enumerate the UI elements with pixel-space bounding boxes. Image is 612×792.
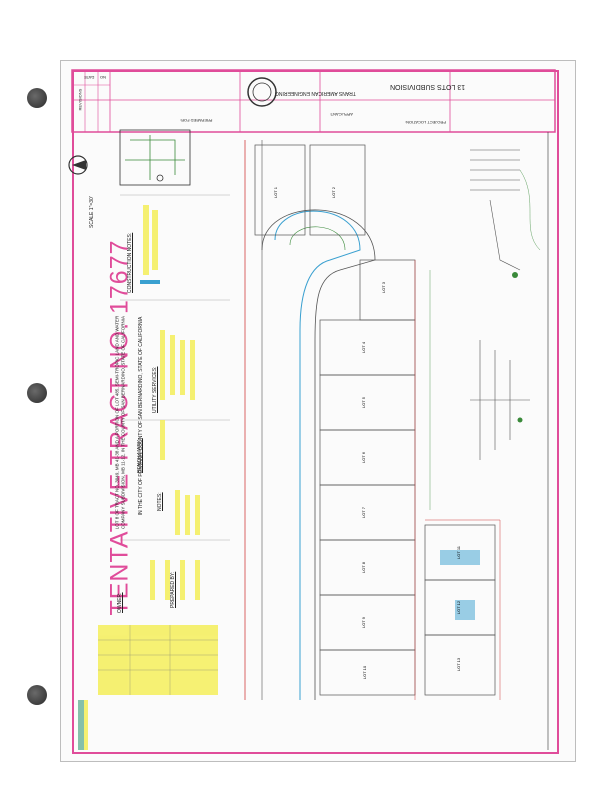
date-label: DATE — [84, 75, 95, 80]
title-block — [71, 69, 556, 133]
revisions-label: REVISIONS — [77, 88, 83, 111]
no-label: NO — [100, 75, 106, 80]
legal-line-1: LOT 8 OF TRACT NO. 3049, MB 41-38 AND A … — [114, 315, 120, 530]
vicinity-map — [119, 129, 191, 186]
prepared-by-heading: PREPARED BY: — [170, 571, 176, 608]
bench-mark-heading: BENCH MARK: — [137, 438, 143, 473]
binder-hole-bottom — [27, 685, 47, 705]
owner-heading: OWNER: — [117, 592, 123, 613]
binder-hole-middle — [27, 383, 47, 403]
lot-label: LOT 7 — [361, 506, 367, 519]
engineer-seal-icon — [247, 77, 277, 107]
project-location-label: PROJECT LOCATION: — [405, 120, 446, 125]
lot-label: LOT 12 — [456, 600, 462, 615]
lot-label: LOT 3 — [381, 281, 387, 294]
highlighted-notes — [78, 205, 218, 750]
utility-services-heading: UTILITY SERVICES: — [152, 366, 158, 414]
north-arrow-icon — [68, 155, 88, 175]
blue-legend — [78, 280, 160, 750]
lot-label: LOT 4 — [361, 341, 367, 354]
subdivision-name: 13 LOTS SUBDIVISION — [390, 83, 466, 90]
lot-label: LOT 10 — [362, 665, 368, 680]
lot-label: LOT 6 — [361, 451, 367, 464]
lot-label: LOT 8 — [361, 561, 367, 574]
legal-line-2: COMPANY SUBDIVISION, MB 11-12, IN THE CO… — [120, 316, 126, 529]
lot-label: LOT 13 — [456, 657, 462, 672]
applicant-label: APPLICANT: — [330, 112, 353, 117]
lot-label: LOT 5 — [361, 396, 367, 409]
prepared-for-label: PREPARED FOR: — [180, 118, 213, 123]
scale-label: SCALE 1"=30' — [89, 196, 95, 228]
lot-label: LOT 9 — [361, 616, 367, 629]
street-layout — [244, 140, 376, 700]
notes-area — [120, 194, 230, 541]
sheet-border — [72, 70, 559, 754]
lot-label: LOT 2 — [331, 186, 337, 199]
engineer-name: TRANS AMERICAN ENGINEERING — [275, 90, 356, 96]
lot-label: LOT 11 — [455, 546, 461, 559]
binder-hole-top — [27, 88, 47, 108]
lot-label: LOT 1 — [273, 186, 279, 199]
street-section-detail — [470, 149, 530, 460]
construction-notes-heading: CONSTRUCTION NOTES: — [127, 232, 133, 293]
notes-heading: NOTES: — [157, 492, 163, 511]
